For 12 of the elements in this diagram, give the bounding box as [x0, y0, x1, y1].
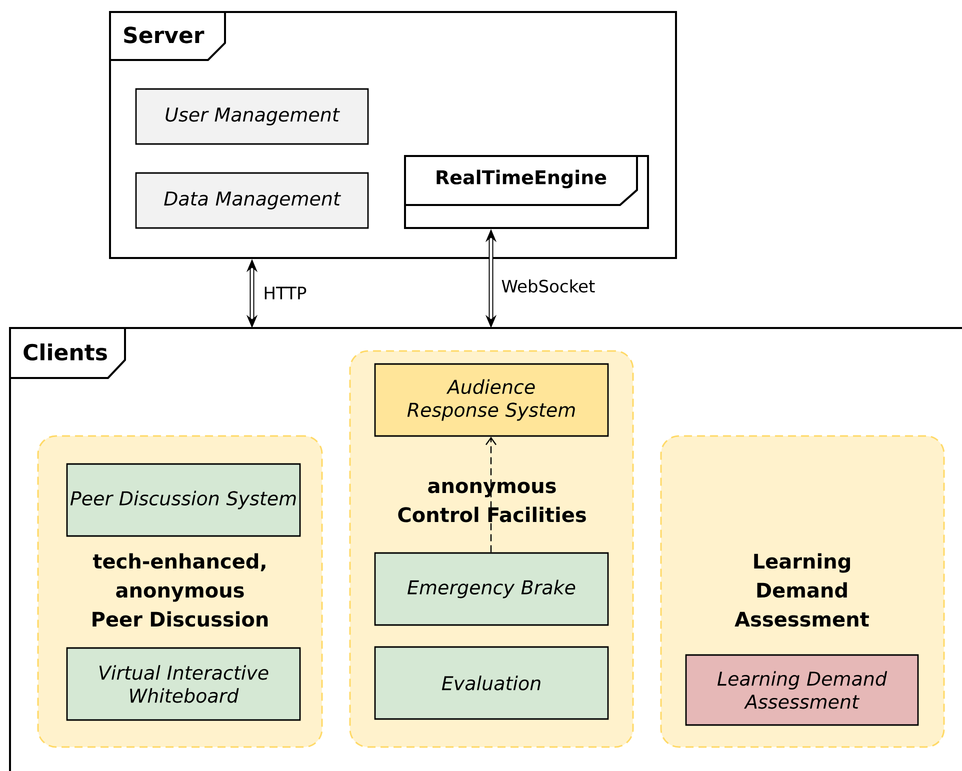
component-box: Evaluation	[374, 646, 609, 720]
component-box: Data Management	[135, 172, 369, 229]
component-box: Virtual Interactive Whiteboard	[66, 647, 301, 721]
component-box: Peer Discussion System	[66, 463, 301, 537]
edge-label: HTTP	[262, 286, 308, 300]
component-box: Emergency Brake	[374, 552, 609, 626]
subsystem-box: RealTimeEngine	[404, 155, 649, 229]
edge-label: WebSocket	[500, 278, 596, 294]
component-box: User Management	[135, 88, 369, 145]
component-box: Audience Response System	[374, 363, 609, 437]
connector	[486, 436, 496, 552]
component-box: Learning Demand Assessment	[685, 654, 919, 726]
